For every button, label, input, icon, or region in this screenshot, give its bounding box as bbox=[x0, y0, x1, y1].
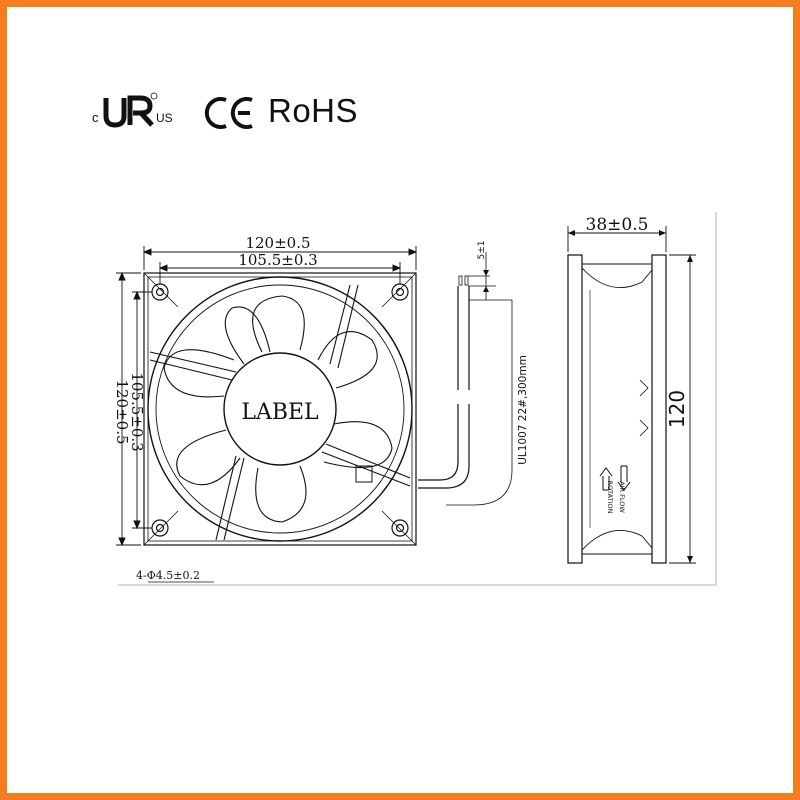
side-flange-left bbox=[567, 254, 583, 564]
fan-frame-outline bbox=[143, 272, 417, 546]
power-cable bbox=[418, 252, 513, 506]
cable-spec-label: UL1007 22#,300mm bbox=[517, 355, 529, 465]
fan-struts bbox=[149, 284, 411, 541]
fan-shroud-outer bbox=[147, 276, 413, 542]
mounting-hole bbox=[151, 283, 169, 301]
airflow-arrow-icon bbox=[617, 465, 631, 491]
front-view bbox=[143, 272, 417, 546]
cable-exit-box bbox=[355, 465, 373, 483]
side-height-label: 120 bbox=[665, 390, 689, 428]
rohs-label: RoHS bbox=[268, 92, 359, 129]
width-holes-label: 105.5±0.3 bbox=[238, 251, 317, 269]
height-overall-label: 120±0.5 bbox=[113, 379, 131, 444]
ce-mark-icon bbox=[204, 97, 253, 129]
rotation-arrow-icon bbox=[599, 467, 613, 491]
side-flange-right bbox=[651, 254, 667, 564]
strip-length-label: 5±1 bbox=[477, 241, 487, 260]
ul-recognized-icon bbox=[103, 92, 158, 128]
wire-tip bbox=[464, 275, 469, 286]
airflow-label: AIR FLOW bbox=[618, 481, 626, 513]
rotation-label: ROTATION bbox=[606, 481, 614, 514]
top-dimension-lines bbox=[142, 246, 418, 284]
fan-blades bbox=[163, 295, 393, 523]
mounting-hole bbox=[151, 519, 169, 537]
width-overall-label: 120±0.5 bbox=[245, 234, 310, 252]
mounting-hole bbox=[391, 283, 409, 301]
depth-label: 38±0.5 bbox=[586, 215, 649, 235]
height-holes-label: 105.5±0.3 bbox=[128, 372, 146, 451]
hub-label: LABEL bbox=[241, 400, 319, 425]
left-dimension-lines bbox=[116, 271, 152, 547]
hole-spec-label: 4-Φ4.5±0.2 bbox=[136, 569, 200, 582]
wire-tip bbox=[458, 275, 463, 286]
ul-c-prefix: c bbox=[92, 110, 99, 125]
mounting-hole bbox=[391, 519, 409, 537]
fan-shroud-inner bbox=[155, 284, 405, 534]
side-view bbox=[567, 226, 696, 564]
ul-us-suffix: US bbox=[156, 111, 173, 125]
fan-hub bbox=[223, 352, 337, 466]
sheet-edge bbox=[118, 212, 717, 586]
